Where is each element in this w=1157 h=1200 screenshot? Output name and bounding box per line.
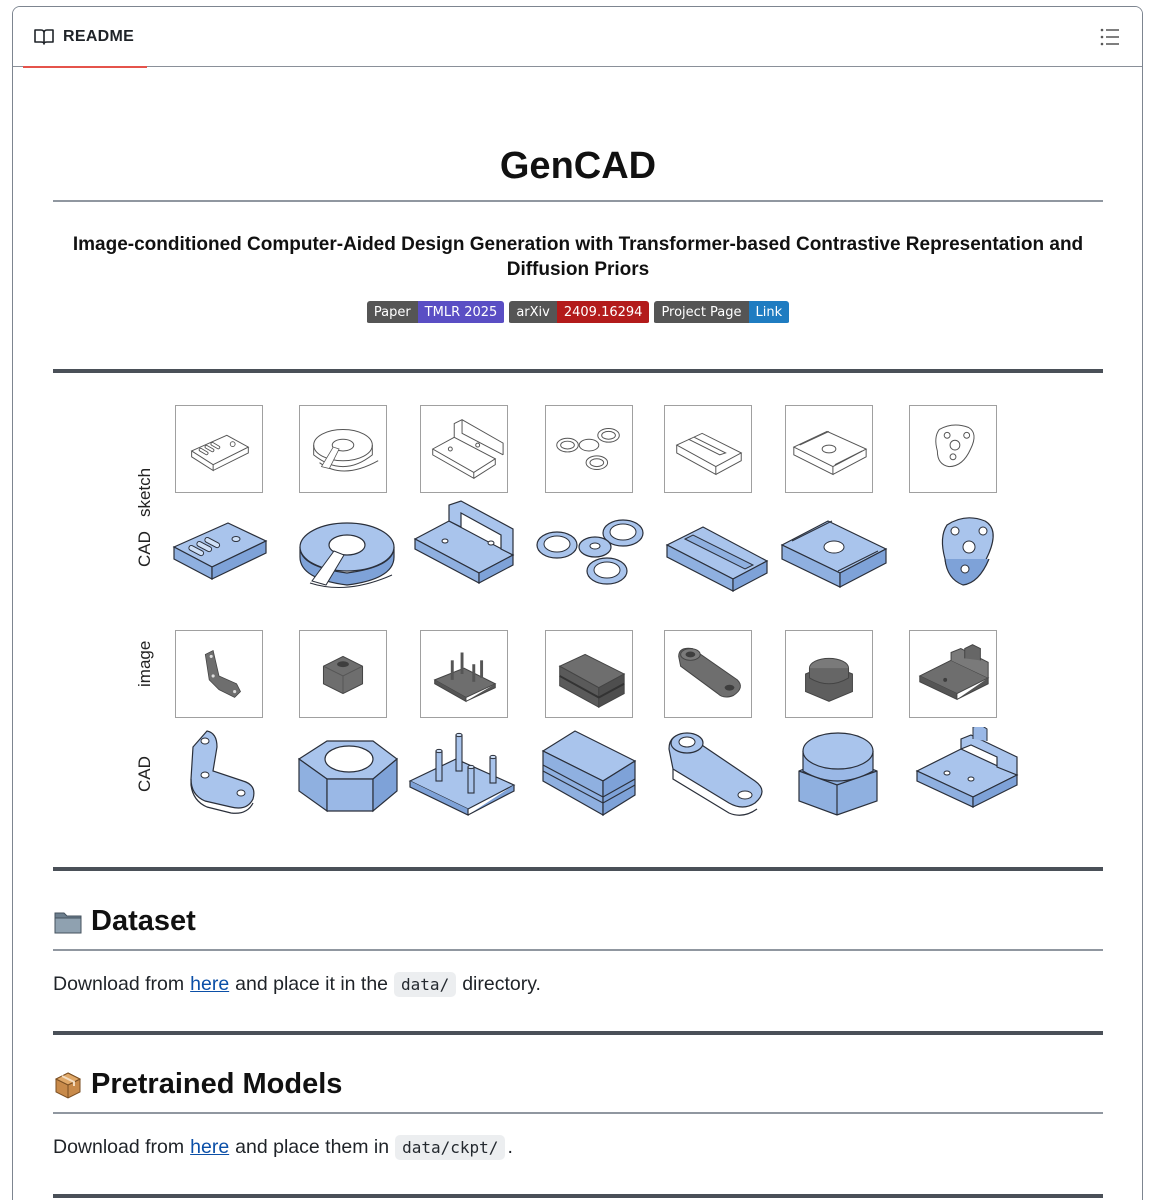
sketch-thumbnail: [785, 405, 873, 493]
image-thumbnail: [664, 630, 752, 718]
image-thumbnail: [545, 630, 633, 718]
tab-readme[interactable]: README: [23, 7, 147, 67]
badge-value: Link: [748, 301, 790, 323]
cad-render: [663, 727, 773, 817]
dataset-instructions: Download from here and place it in the d…: [53, 972, 541, 997]
pretrained-models-heading-text: Pretrained Models: [91, 1068, 343, 1100]
heading-divider: [53, 949, 1103, 951]
package-icon: [53, 1070, 83, 1100]
row-label-cad: CAD: [135, 531, 154, 567]
badge-label: Project Page: [654, 301, 749, 323]
cad-render: [166, 507, 276, 597]
row-label-cad: CAD: [135, 756, 154, 792]
cad-render: [409, 499, 519, 589]
sketch-thumbnail: [545, 405, 633, 493]
text: Download from: [53, 1136, 185, 1158]
dataset-heading: Dataset: [53, 905, 196, 938]
image-thumbnail: [909, 630, 997, 718]
section-divider: [53, 369, 1103, 373]
image-thumbnail: [420, 630, 508, 718]
heading-divider: [53, 1112, 1103, 1114]
cad-render: [913, 507, 1023, 597]
page-subtitle: Image-conditioned Computer-Aided Design …: [72, 234, 1084, 280]
image-thumbnail: [299, 630, 387, 718]
section-divider: [53, 1194, 1103, 1198]
badge-label: Paper: [366, 301, 418, 323]
section-divider: [53, 1031, 1103, 1035]
sketch-thumbnail: [175, 405, 263, 493]
sketch-thumbnail: [909, 405, 997, 493]
models-download-link[interactable]: here: [190, 1136, 230, 1158]
text: and place them in: [235, 1136, 390, 1158]
badge-label: arXiv: [509, 301, 557, 323]
teaser-figure: sketch CAD image CAD: [133, 397, 1033, 827]
row-label-sketch: sketch: [135, 467, 154, 517]
folder-icon: [53, 909, 83, 935]
paper-badge[interactable]: Paper TMLR 2025: [366, 301, 505, 325]
readme-panel: README GenCAD Image-conditioned Computer…: [12, 6, 1143, 1200]
sketch-thumbnail: [420, 405, 508, 493]
book-icon: [33, 28, 55, 46]
badge-value: TMLR 2025: [417, 301, 505, 323]
row-label-image: image: [135, 640, 154, 687]
text: .: [507, 1136, 513, 1158]
cad-render: [778, 505, 888, 595]
active-tab-indicator: [23, 65, 147, 68]
cad-render: [663, 505, 773, 595]
arxiv-badge[interactable]: arXiv 2409.16294: [509, 301, 650, 325]
sketch-thumbnail: [664, 405, 752, 493]
title-divider: [53, 200, 1103, 202]
cad-render: [535, 727, 645, 817]
list-icon[interactable]: [1098, 25, 1122, 49]
dataset-download-link[interactable]: here: [190, 973, 230, 995]
inline-code: data/: [394, 972, 457, 997]
badge-row: Paper TMLR 2025 arXiv 2409.16294 Project…: [53, 301, 1103, 325]
readme-tab-bar: README: [13, 7, 1142, 68]
section-divider: [53, 867, 1103, 871]
text: directory.: [462, 973, 541, 995]
pretrained-models-heading: Pretrained Models: [53, 1068, 342, 1101]
project-page-badge[interactable]: Project Page Link: [654, 301, 790, 325]
cad-render: [173, 727, 283, 817]
page-title: GenCAD: [499, 145, 657, 187]
cad-render: [293, 727, 403, 817]
cad-render: [292, 505, 402, 595]
text: Download from: [53, 973, 185, 995]
cad-render: [913, 727, 1023, 817]
tab-readme-label: README: [63, 28, 135, 45]
badge-value: 2409.16294: [556, 301, 650, 323]
image-thumbnail: [785, 630, 873, 718]
sketch-thumbnail: [299, 405, 387, 493]
cad-render: [406, 727, 516, 817]
text: and place it in the: [235, 973, 389, 995]
models-instructions: Download from here and place them in dat…: [53, 1135, 513, 1160]
cad-render: [535, 507, 645, 597]
dataset-heading-text: Dataset: [91, 905, 196, 937]
cad-render: [783, 727, 893, 817]
image-thumbnail: [175, 630, 263, 718]
inline-code: data/ckpt/: [395, 1135, 506, 1160]
